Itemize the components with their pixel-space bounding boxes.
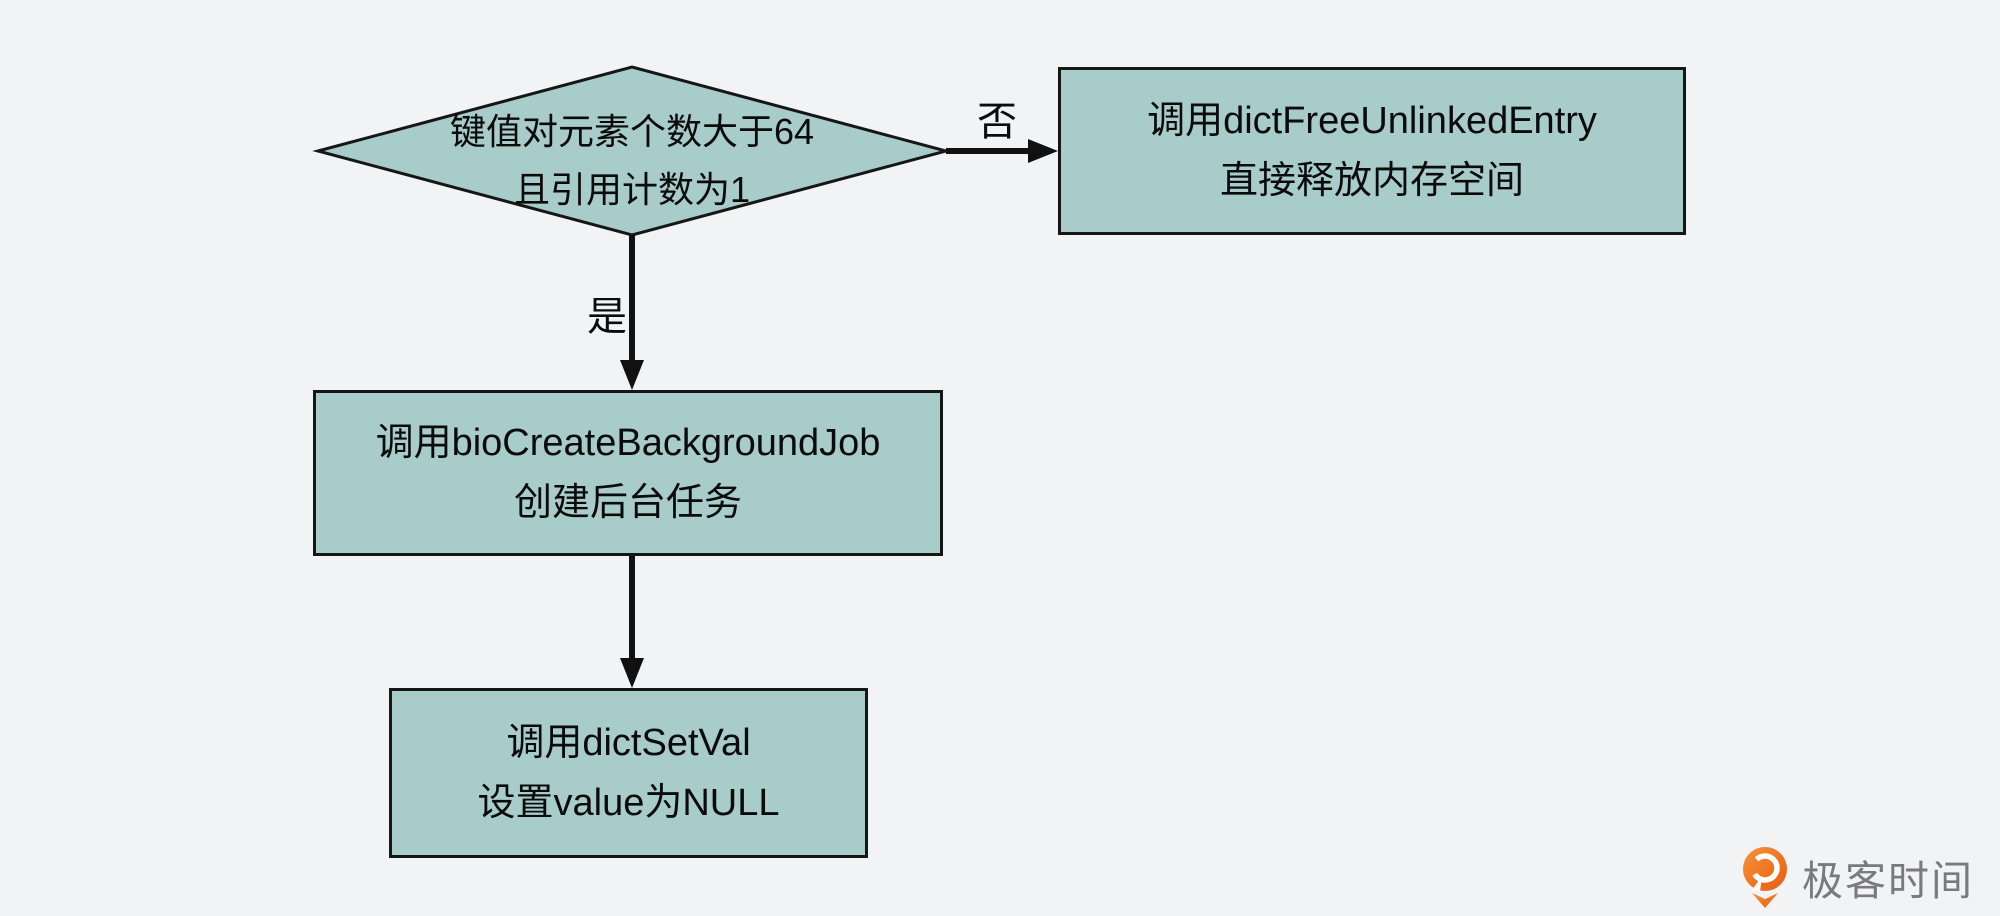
arrowhead-to-setval-icon	[620, 658, 644, 688]
geektime-logo-icon	[1743, 847, 1787, 908]
process-free-line-2: 直接释放内存空间	[1219, 160, 1524, 202]
process-biojob-line-2: 创建后台任务	[513, 482, 742, 524]
decision-line-1: 键值对元素个数大于64	[449, 111, 815, 152]
process-box-dict-set-val: 调用dictSetVal 设置value为NULL	[389, 688, 868, 858]
decision-node-text: 键值对元素个数大于64 且引用计数为1	[312, 103, 952, 219]
geektime-watermark: 极客时间	[1740, 845, 1974, 909]
process-setval-line-1: 调用dictSetVal	[506, 722, 751, 764]
branch-label-no: 否	[977, 100, 1017, 144]
process-biojob-line-1: 调用bioCreateBackgroundJob	[375, 422, 881, 464]
geektime-logo-text: 极客时间	[1802, 858, 1974, 904]
arrowhead-no-branch-icon	[1028, 139, 1058, 163]
decision-line-2: 且引用计数为1	[513, 169, 751, 210]
process-box-create-background-job: 调用bioCreateBackgroundJob 创建后台任务	[313, 390, 943, 556]
branch-label-yes: 是	[587, 295, 627, 339]
arrowhead-yes-branch-icon	[620, 360, 644, 390]
process-setval-line-2: 设置value为NULL	[477, 782, 780, 824]
process-free-line-1: 调用dictFreeUnlinkedEntry	[1147, 100, 1597, 142]
process-box-free-unlinked-entry: 调用dictFreeUnlinkedEntry 直接释放内存空间	[1058, 67, 1686, 235]
